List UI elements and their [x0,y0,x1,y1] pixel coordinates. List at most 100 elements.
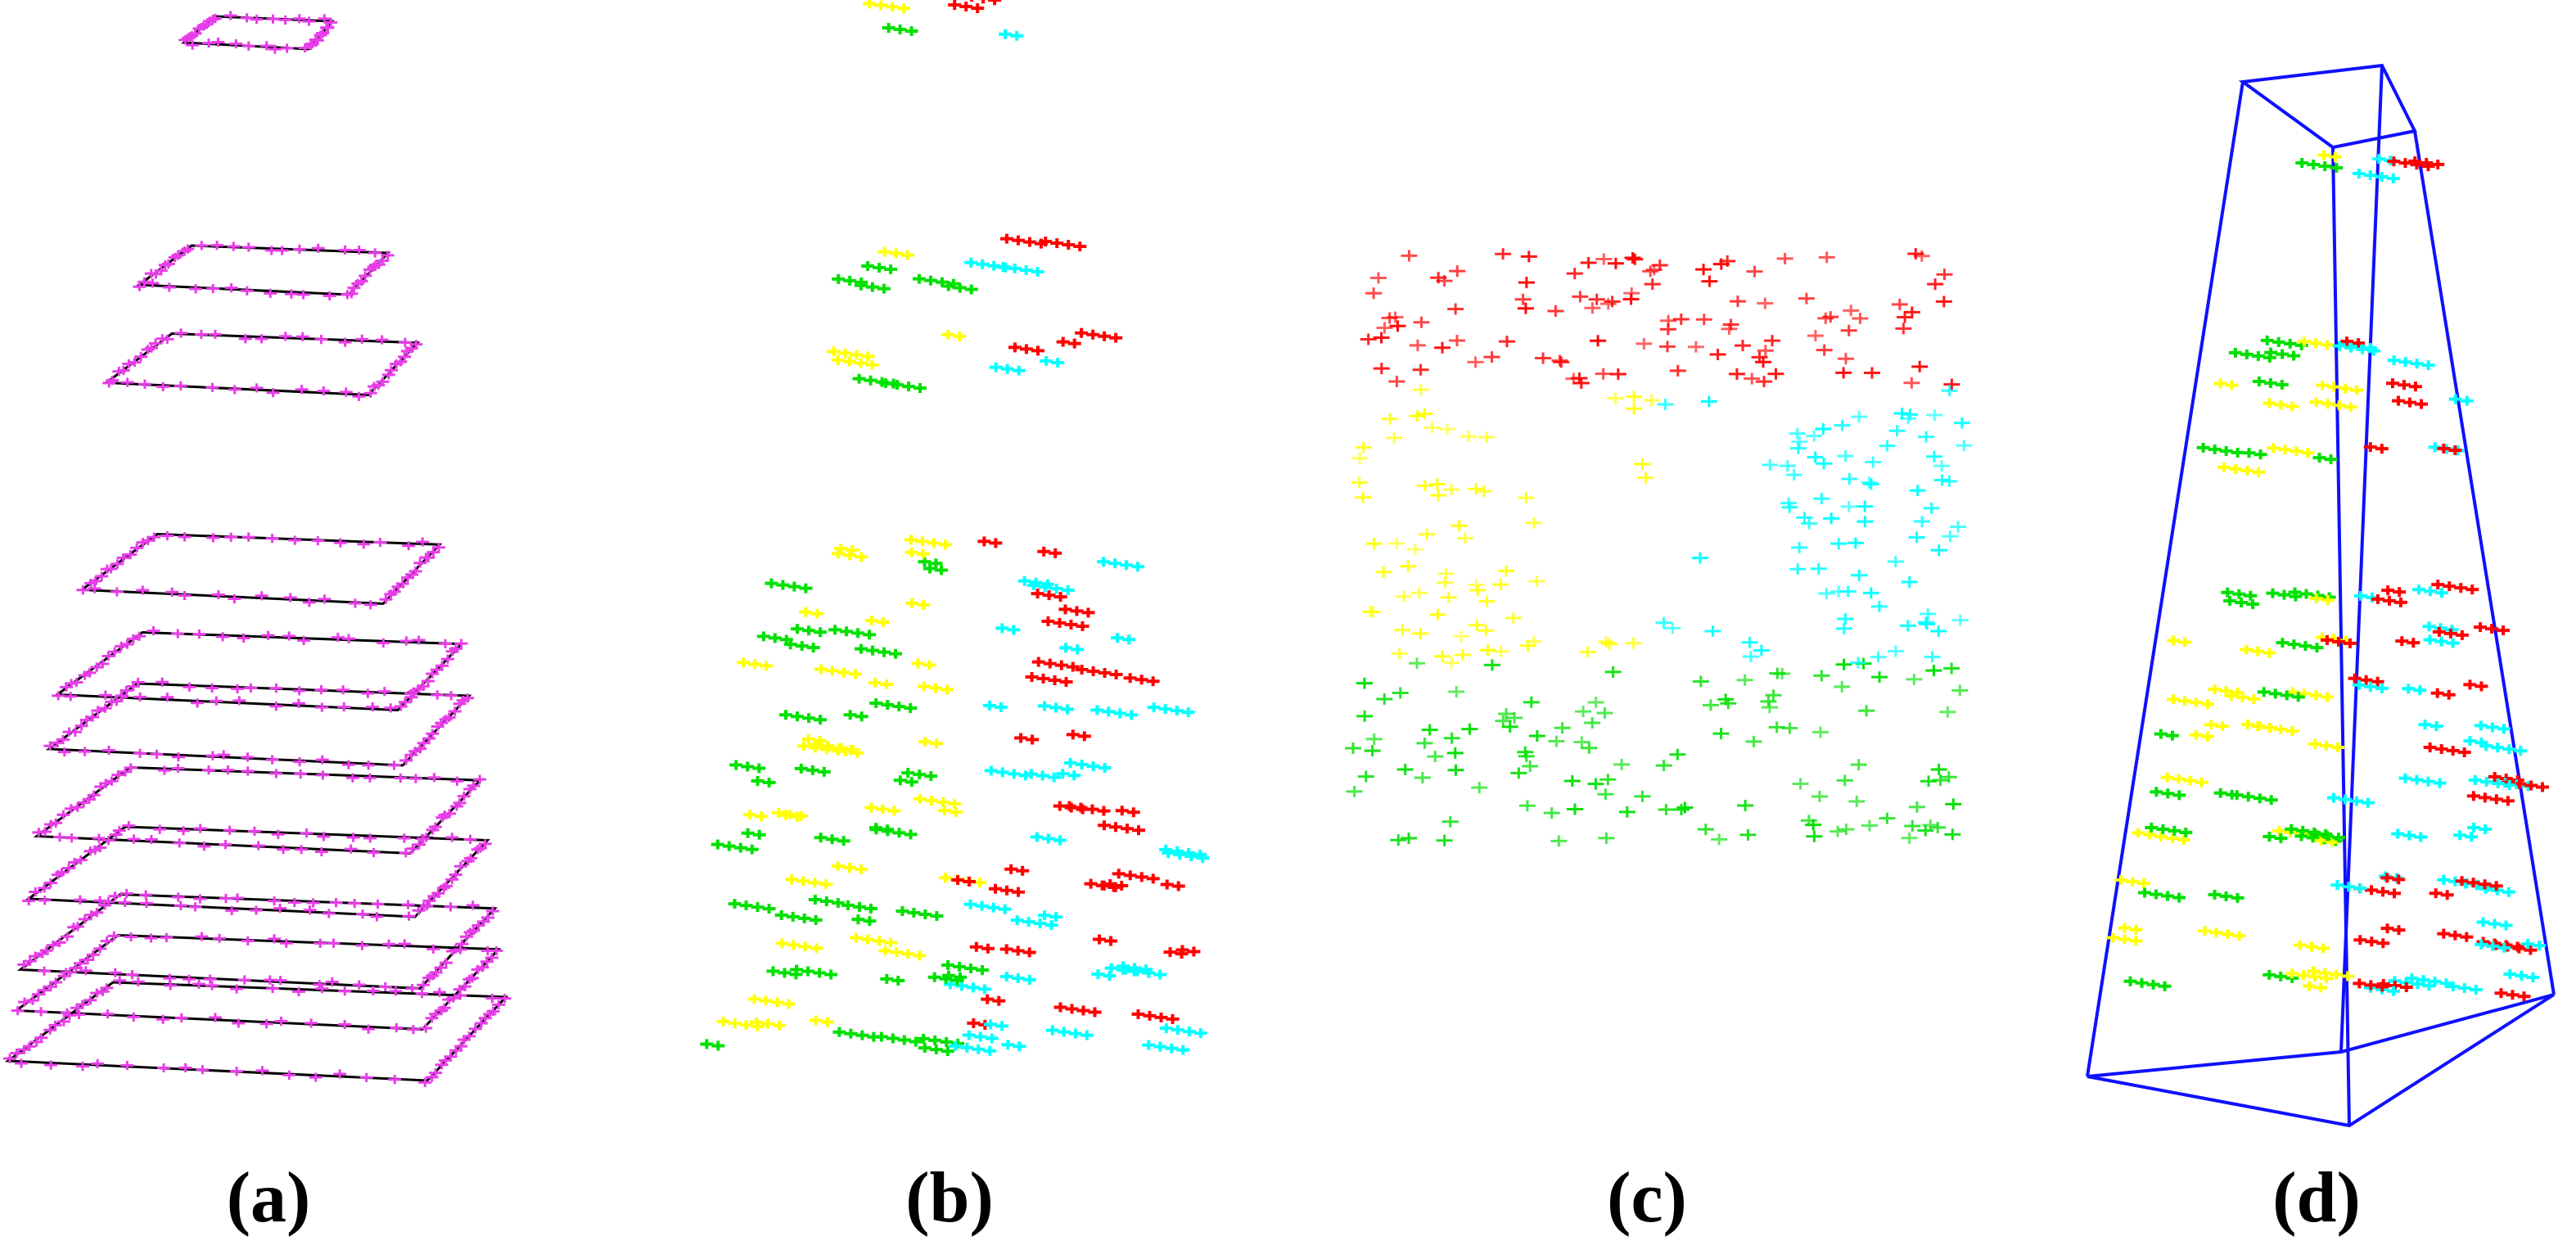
boundary-point [440,881,453,891]
cluster-point [796,741,845,756]
boundary-point [255,334,268,344]
top-view-point [1901,832,1918,844]
fitted-point [2138,887,2186,903]
top-view-point [1658,341,1676,353]
top-view-point [1879,812,1896,824]
fitted-point [2380,873,2406,885]
top-view-point [1823,512,1840,525]
boundary-point [421,676,435,686]
boundary-point [140,898,154,909]
fitted-point [2326,792,2375,808]
boundary-point [399,848,413,858]
fitted-point [2432,626,2469,640]
top-view-point [1903,377,1920,389]
top-view-point [1751,351,1768,363]
boundary-point [359,1072,373,1082]
boundary-point [266,388,280,398]
top-view-point [1848,795,1865,807]
fitted-point [2276,638,2324,653]
top-view-point [1940,771,1957,783]
cluster-point [1037,910,1062,923]
boundary-point [420,901,434,911]
boundary-point [124,932,138,942]
top-view-point [1879,440,1896,452]
boundary-point [174,900,187,910]
top-view-point [1729,296,1746,308]
top-view-point [1355,491,1372,503]
cluster-point [1091,969,1117,981]
boundary-point [116,365,130,376]
top-view-point [1861,819,1878,832]
fitted-point [2314,835,2339,847]
top-view-point [1673,804,1690,816]
boundary-point [115,691,129,701]
boundary-point [362,760,376,770]
cluster-point [1031,657,1080,672]
top-view-point [1805,819,1822,831]
top-view-point [1401,250,1418,262]
caption-d: (d) [2272,1158,2361,1238]
top-view-point [1930,544,1947,557]
boundary-point [267,934,281,944]
top-view-point [1469,584,1487,597]
fitted-point [2294,940,2330,954]
boundary-point [241,936,255,945]
boundary-point [266,983,280,994]
fitted-point [2223,596,2260,610]
boundary-point [288,535,302,545]
top-view-point [1728,368,1745,380]
top-view-point [1923,502,1940,514]
boundary-point [74,721,88,731]
boundary-point [389,986,403,996]
boundary-point [160,334,174,344]
top-view-point [1899,620,1916,632]
cluster-point [989,362,1026,376]
slice-outline [178,11,338,54]
top-view-point [1657,398,1674,410]
cluster-point [772,807,809,821]
boundary-point [49,818,63,828]
cluster-point [1004,864,1030,876]
top-view-point [1760,695,1777,707]
top-view-point [1599,298,1617,310]
top-view-point [1460,431,1477,443]
top-view-point [1573,736,1590,748]
boundary-point [29,887,43,897]
cluster-point [999,944,1036,958]
fitted-point [2385,378,2422,392]
fitted-point [2340,336,2366,349]
fitted-point [2114,875,2151,889]
boundary-point [382,939,396,949]
boundary-point [297,635,311,645]
boundary-point [404,750,418,760]
boundary-point [133,282,147,291]
fitted-point [2455,876,2503,891]
boundary-point [453,991,467,1000]
boundary-point [195,932,209,941]
boundary-point [138,277,151,287]
boundary-point [302,16,316,26]
cluster-point [1030,832,1067,846]
cluster-point [1059,643,1085,655]
top-view-point [1453,630,1470,643]
cluster-point [832,273,868,287]
cluster-point [843,710,868,722]
boundary-point [178,1063,192,1073]
boundary-point [70,963,83,973]
fitted-point [2353,935,2390,949]
cluster-point [901,768,938,782]
cluster-point [996,261,1044,277]
boundary-point [88,576,102,586]
boundary-point [174,381,187,390]
caption-c: (c) [1607,1158,1687,1238]
boundary-point [453,861,467,871]
boundary-point [280,43,294,53]
boundary-point [150,749,164,759]
boundary-point [457,792,471,801]
top-view-point [1847,537,1864,549]
boundary-point [431,721,444,732]
top-view-point [1449,265,1466,278]
top-view-point [1806,830,1823,842]
boundary-point [237,975,251,985]
boundary-point [300,828,314,838]
